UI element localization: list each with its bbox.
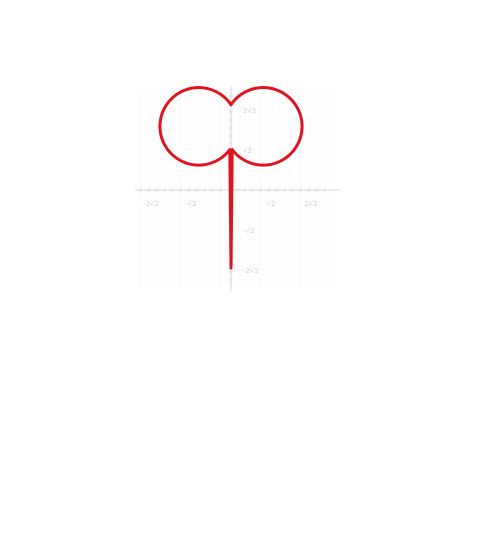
y-tick-label: 2√2 [243,107,256,115]
heart-curve [158,86,304,270]
x-tick-label: -2√2 [143,200,159,208]
y-tick-label: -2√2 [243,267,259,275]
graph-grid [139,89,335,288]
x-tick-label: √2 [267,200,276,208]
x-tick-label: -√2 [185,200,196,208]
x-tick-label: 2√2 [304,200,317,208]
tick-labels: -2√2 -√2 √2 2√2 2√2 √2 -√2 -2√2 [143,107,318,275]
y-tick-label: -√2 [243,227,254,235]
y-tick-label: √2 [243,147,252,155]
